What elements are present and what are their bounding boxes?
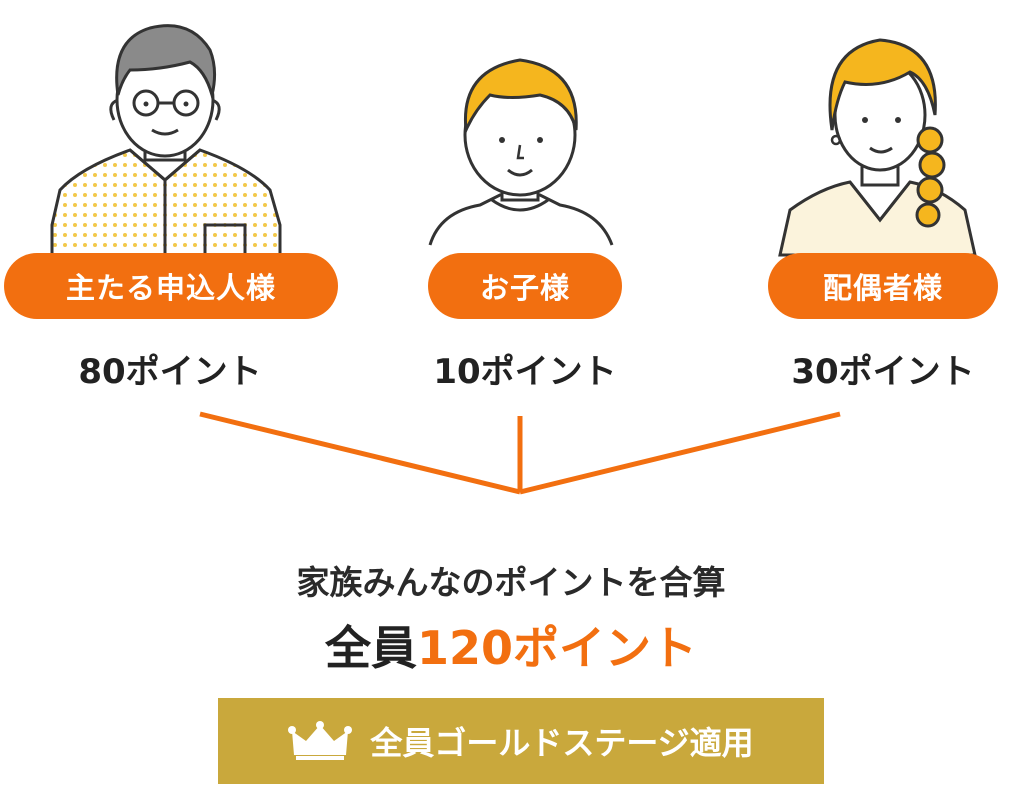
points-spouse: 30ポイント (791, 352, 975, 392)
woman-icon (778, 38, 977, 257)
points-child: 10ポイント (433, 352, 617, 392)
total-prefix: 全員 (324, 621, 417, 675)
role-badge-child: お子様 (428, 253, 622, 319)
summary-total: 全員120ポイント (0, 612, 1022, 678)
connector-line-left (199, 411, 521, 495)
banner-label: 全員ゴールドステージ適用 (370, 724, 754, 762)
member-2-illustration (420, 40, 620, 250)
points-primary: 80ポイント (78, 352, 262, 392)
crown-icon (288, 721, 353, 760)
member-1-illustration (40, 0, 290, 260)
summary-title: 家族みんなのポイントを合算 (296, 563, 726, 602)
man-with-glasses-icon (50, 24, 282, 260)
member-3-illustration (770, 20, 990, 260)
role-badge-spouse: 配偶者様 (768, 253, 998, 319)
role-badge-primary: 主たる申込人様 (4, 253, 338, 319)
child-icon (428, 58, 614, 246)
gold-stage-banner: 全員ゴールドステージ適用 (218, 698, 824, 784)
total-value: 120ポイント (416, 621, 698, 675)
connector-line-right (519, 411, 841, 495)
